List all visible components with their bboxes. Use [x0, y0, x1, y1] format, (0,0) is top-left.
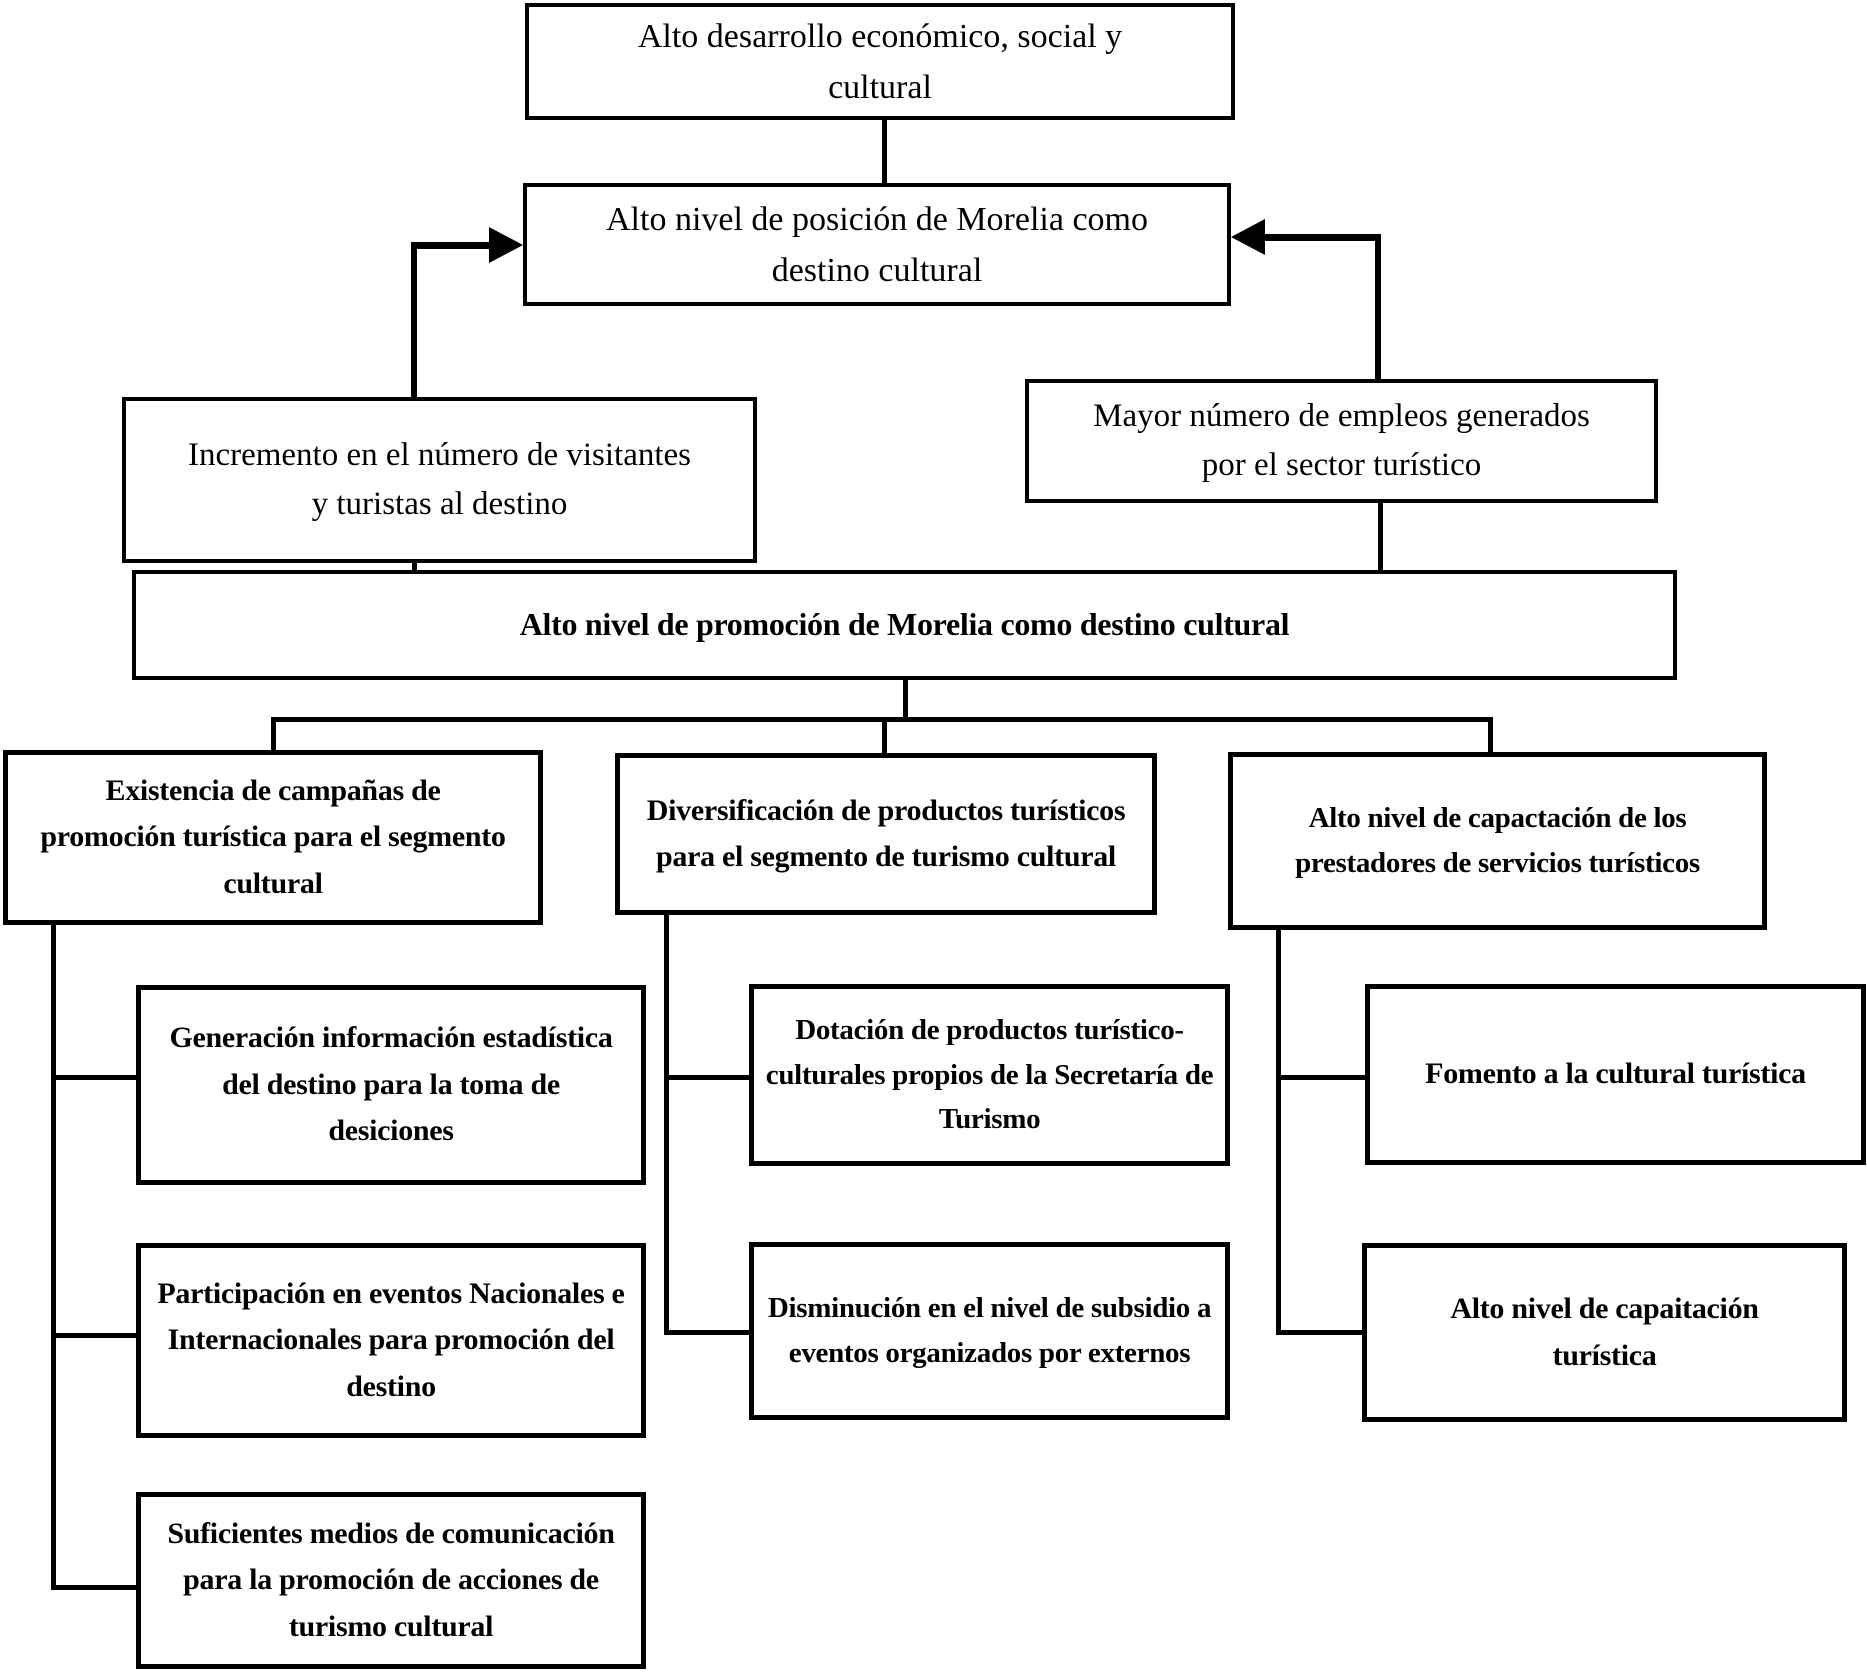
node-branch3: Alto nivel de capactación de los prestad… — [1228, 752, 1767, 930]
node-branch2-child2: Disminución en el nivel de subsidio a ev… — [749, 1242, 1230, 1420]
stub-branch3-child2 — [1276, 1330, 1365, 1335]
stub-branch3-child1 — [1276, 1075, 1368, 1080]
node-branch3-label: Alto nivel de capactación de los prestad… — [1295, 802, 1700, 879]
connector-drop-branch1 — [271, 717, 276, 751]
node-branch1-child1-label: Generación información estadística del d… — [169, 1021, 613, 1148]
node-branch1-label: Existencia de campañas de promoción turí… — [40, 773, 506, 900]
node-branch3-child1: Fomento a la cultural turística — [1365, 984, 1866, 1165]
connector-right-arrow-horizontal — [1263, 234, 1381, 241]
node-purpose-label: Alto nivel de posición de Morelia como d… — [606, 200, 1148, 289]
stub-branch1-child1 — [51, 1075, 139, 1080]
stub-branch2-child1 — [664, 1075, 752, 1080]
node-outcome-right: Mayor número de empleos generados por el… — [1025, 379, 1658, 503]
node-branch3-child1-label: Fomento a la cultural turística — [1425, 1057, 1806, 1091]
node-outcome-right-label: Mayor número de empleos generados por el… — [1093, 397, 1590, 484]
spine-branch3 — [1276, 930, 1281, 1335]
node-branch3-child2-label: Alto nivel de capaitación turística — [1450, 1292, 1759, 1372]
node-branch2: Diversificación de productos turísticos … — [615, 753, 1157, 915]
connector-right-arrow-vertical — [1375, 237, 1381, 379]
spine-branch2 — [664, 915, 669, 1335]
connector-left-arrow-vertical — [411, 245, 417, 397]
node-branch1-child3: Suficientes medios de comunicación para … — [136, 1492, 646, 1669]
node-branch1-child2: Participación en eventos Nacionales e In… — [136, 1243, 646, 1438]
connector-left-arrow-horizontal — [411, 242, 493, 249]
node-component: Alto nivel de promoción de Morelia como … — [132, 570, 1677, 680]
node-branch2-child1-label: Dotación de productos turístico-cultural… — [765, 1013, 1214, 1136]
node-component-label: Alto nivel de promoción de Morelia como … — [519, 606, 1290, 643]
stub-branch2-child2 — [664, 1330, 752, 1335]
connector-drop-branch2 — [882, 717, 887, 754]
arrowhead-left-icon — [1231, 219, 1265, 255]
node-outcome-left: Incremento en el número de visitantes y … — [122, 397, 757, 563]
node-branch1-child3-label: Suficientes medios de comunicación para … — [167, 1516, 615, 1643]
connector-goal-purpose — [882, 120, 887, 183]
node-goal: Alto desarrollo económico, social y cult… — [525, 3, 1235, 120]
stub-branch1-child3 — [51, 1585, 139, 1590]
node-outcome-left-label: Incremento en el número de visitantes y … — [187, 436, 692, 523]
node-purpose: Alto nivel de posición de Morelia como d… — [523, 183, 1231, 306]
node-goal-label: Alto desarrollo económico, social y cult… — [637, 17, 1123, 106]
stub-branch1-child2 — [51, 1333, 139, 1338]
arrowhead-right-icon — [489, 227, 523, 263]
node-branch2-child2-label: Disminución en el nivel de subsidio a ev… — [767, 1292, 1212, 1369]
node-branch1-child1: Generación información estadística del d… — [136, 985, 646, 1185]
node-branch3-child2: Alto nivel de capaitación turística — [1362, 1243, 1847, 1422]
connector-outcome-left-down — [412, 563, 417, 571]
connector-component-feed — [903, 680, 908, 718]
connector-outcome-right-down — [1378, 503, 1383, 571]
node-branch2-label: Diversificación de productos turísticos … — [646, 793, 1126, 874]
spine-branch1 — [51, 925, 56, 1590]
node-branch1-child2-label: Participación en eventos Nacionales e In… — [157, 1276, 625, 1403]
connector-drop-branch3 — [1488, 717, 1493, 753]
node-branch1: Existencia de campañas de promoción turí… — [3, 750, 543, 925]
node-branch2-child1: Dotación de productos turístico-cultural… — [749, 984, 1230, 1166]
